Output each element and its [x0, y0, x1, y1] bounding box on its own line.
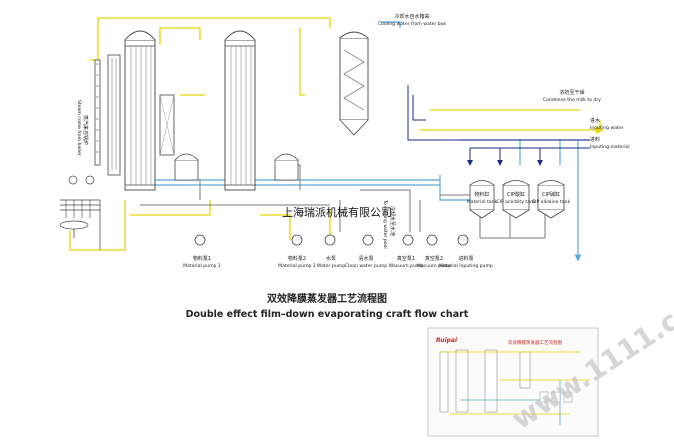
cooling-label-cn: 冷却水自水箱来 — [394, 13, 429, 20]
title-cn: 双效降膜蒸发器工艺流程图 — [267, 292, 387, 305]
title-en: Double effect film–down evaporating craf… — [186, 309, 469, 320]
pump-vacuum2-icon — [426, 234, 438, 246]
pump-label-cn: 水泵 — [326, 255, 336, 262]
pump-label-en: Material pump 2 — [278, 263, 316, 269]
pump-label-cn: 物料泵1 — [193, 255, 211, 262]
to-pool-label-cn: 冷却水至水池 — [389, 206, 396, 236]
pump-label-en: Wacuum pump — [389, 263, 424, 269]
pump-1-icon — [194, 234, 206, 246]
pump-water-icon — [324, 234, 336, 246]
pump-label-cn: 真空泵1 — [397, 255, 415, 262]
pump-label-cn: 进料泵 — [458, 255, 473, 262]
steam-inlet-column: 蒸汽来自锅炉 Steam come from boiler — [59, 54, 121, 238]
cooling-label-en: Cooling water from water box — [378, 21, 447, 27]
evaporator-effect-1 — [124, 30, 199, 191]
condense-label-cn: 浓奶至干燥 — [559, 89, 584, 96]
tank-acid-en: CIP acerbity tank — [496, 199, 536, 205]
pump-vacuum1-icon — [402, 234, 414, 246]
pump-label-en: Material inputing pump — [439, 263, 493, 269]
pump-clean-icon — [362, 234, 374, 246]
water-label-en: Inputing water — [590, 125, 624, 131]
pump-2-icon — [291, 234, 303, 246]
company-name: 上海瑞派机械有限公司 — [282, 205, 392, 219]
condenser — [339, 31, 369, 136]
pumps — [194, 234, 469, 246]
pump-label-en: Clean water pump — [345, 263, 387, 269]
tank-acid-cn: CIP酸缸 — [507, 191, 525, 198]
steam-label-cn: 蒸汽来自锅炉 — [82, 115, 89, 145]
pump-label-en: Wacuum pump — [417, 263, 452, 269]
thumbnail-inset: Ruipai 双效降膜蒸发器工艺流程图 — [427, 327, 599, 437]
tank-material-cn: 物料缸 — [474, 191, 489, 198]
thumbnail-brand: Ruipai — [436, 337, 458, 344]
process-lines — [407, 85, 590, 166]
steam-label-en: Steam come from boiler — [76, 100, 82, 156]
pump-labels: 物料泵1 Material pump 1 物料泵2 Material pump … — [183, 255, 493, 269]
pump-label-en: Material pump 1 — [183, 263, 221, 269]
thumbnail-title: 双效降膜蒸发器工艺流程图 — [508, 339, 562, 346]
to-pool-label-en: To cooling water pool — [382, 199, 388, 249]
tank-alkali-cn: CIP碱缸 — [542, 191, 560, 198]
pump-label-cn: 清水泵 — [358, 255, 373, 262]
water-label-cn: 进水 — [590, 117, 600, 124]
tank-alkali-en: CIP alkaline tank — [532, 199, 571, 205]
material-in-label-cn: 进料 — [590, 136, 600, 143]
gray-lines — [99, 164, 546, 250]
evaporator-effect-2 — [224, 30, 299, 191]
pump-label-cn: 真空泵2 — [425, 255, 443, 262]
pump-label-en: Water pump — [317, 263, 345, 269]
tank-cip-alkaline: CIP碱缸 CIP alkaline tank — [532, 180, 571, 219]
pump-input-icon — [457, 234, 469, 246]
steam-lines — [69, 17, 604, 251]
condense-label-en: Condense the milk to dry — [543, 97, 601, 103]
tank-material: 物料缸 Material tank — [467, 180, 498, 219]
tank-cip-acid: CIP酸缸 CIP acerbity tank — [496, 180, 536, 219]
pump-label-cn: 物料泵2 — [288, 255, 306, 262]
tank-material-en: Material tank — [467, 199, 498, 205]
material-in-label-en: Inputing material — [590, 144, 630, 150]
